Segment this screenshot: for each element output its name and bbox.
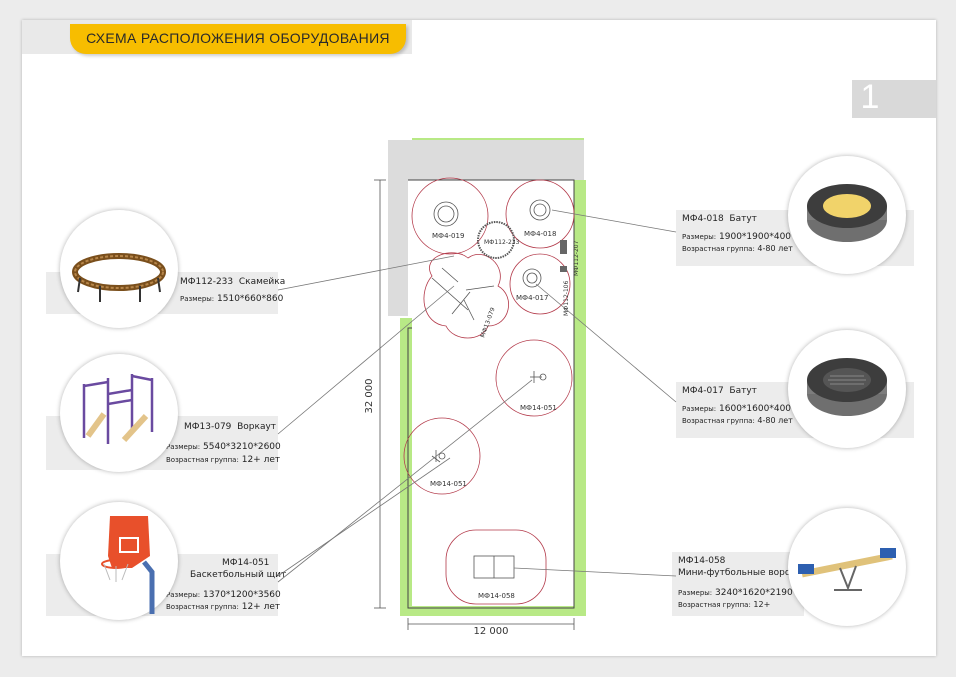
mf4-019-symbol xyxy=(433,201,459,227)
item-name: Воркаут xyxy=(237,422,277,432)
size-label: Размеры: xyxy=(180,295,215,303)
item-size: 1510*660*860 xyxy=(217,294,284,304)
workout-bar xyxy=(465,285,495,291)
mf4-018-inner xyxy=(533,203,547,217)
item-code: МФ4-018 xyxy=(682,214,724,224)
green-border-right xyxy=(574,180,586,616)
zone-mf14-051-right xyxy=(495,339,573,417)
item-code: МФ14-051 xyxy=(222,558,270,568)
page-number-box: 1 xyxy=(852,78,936,118)
age-label: Возрастная группа: xyxy=(682,417,755,425)
green-border-left xyxy=(400,318,412,616)
basketball-thumbnail xyxy=(60,502,178,620)
leader-trampoline-017 xyxy=(535,283,677,403)
dim-length-label: 32 000 xyxy=(364,379,375,414)
item-name: Батут xyxy=(729,214,757,224)
size-label: Размеры: xyxy=(682,405,717,413)
workout-frame-icon xyxy=(82,374,154,444)
zone-mf4-017 xyxy=(509,253,571,315)
trampoline-018-thumbnail xyxy=(788,156,906,274)
zone-mf14-051-left xyxy=(403,417,481,495)
site-outline xyxy=(407,179,575,609)
size-label: Размеры: xyxy=(166,443,201,451)
workout-bar xyxy=(451,291,471,315)
workout-bar xyxy=(463,299,475,321)
trampoline-large-icon xyxy=(807,184,887,242)
title-banner: СХЕМА РАСПОЛОЖЕНИЯ ОБОРУДОВАНИЯ xyxy=(70,24,406,54)
football-goals-thumbnail xyxy=(788,508,906,626)
mini-football-goal-icon xyxy=(798,548,896,591)
mf112-207-symbol xyxy=(560,240,567,254)
mf4-017-symbol xyxy=(522,268,542,288)
hoop-symbol-left xyxy=(438,452,446,460)
item-code: МФ112-233 xyxy=(180,277,234,287)
zone-mf13-079 xyxy=(423,252,509,339)
age-label: Возрастная группа: xyxy=(166,456,239,464)
green-border-bottom xyxy=(400,606,586,616)
leader-basket-left xyxy=(277,457,451,577)
site-plan: 32 000 12 000 xyxy=(277,138,677,637)
page-number: 1 xyxy=(860,78,880,116)
leader-trampoline-018 xyxy=(551,209,677,233)
workout-thumbnail xyxy=(60,354,178,472)
page-title: СХЕМА РАСПОЛОЖЕНИЯ ОБОРУДОВАНИЯ xyxy=(86,30,390,46)
mf112-106-symbol xyxy=(560,266,567,272)
dim-width-label: 12 000 xyxy=(474,626,509,637)
mf112-233-bench-symbol xyxy=(477,221,515,259)
size-label: Размеры: xyxy=(166,591,201,599)
item-name: Батут xyxy=(729,386,757,396)
size-label: Размеры: xyxy=(678,589,713,597)
drawing-sheet: СХЕМА РАСПОЛОЖЕНИЯ ОБОРУДОВАНИЯ 1 МФ112-… xyxy=(22,20,936,656)
item-code: МФ13-079 xyxy=(184,422,232,432)
mf4-019-inner xyxy=(437,205,455,223)
label-mf112-207: МФ112-207 xyxy=(573,240,580,276)
zone-mf14-058 xyxy=(445,529,547,605)
item-size: 5540*3210*2600 xyxy=(203,442,281,452)
size-label: Размеры: xyxy=(682,233,717,241)
label-mf4-019: МФ4-019 xyxy=(432,232,464,240)
item-size: 3240*1620*2190 xyxy=(715,588,793,598)
trampoline-017-thumbnail xyxy=(788,330,906,448)
item-code: МФ4-017 xyxy=(682,386,724,396)
label-mf4-017: МФ4-017 xyxy=(516,294,548,302)
building-zone-left xyxy=(388,180,408,316)
round-bench-icon xyxy=(72,253,166,302)
item-size: 1370*1200*3560 xyxy=(203,590,281,600)
workout-bar xyxy=(441,267,459,283)
label-mf4-018: МФ4-018 xyxy=(524,230,556,238)
age-label: Возрастная группа: xyxy=(678,601,751,609)
basketball-backboard-icon xyxy=(101,516,155,614)
mf4-018-symbol xyxy=(529,199,551,221)
label-mf13-079: МФ13-079 xyxy=(479,306,496,338)
info-bar-football-goals: МФ14-058 Мини-футбольные ворота Размеры:… xyxy=(672,552,804,616)
item-age: 4-80 лет xyxy=(757,244,793,253)
item-name: Баскетбольный щит xyxy=(190,570,287,580)
label-mf14-051-left: МФ14-051 xyxy=(430,480,467,488)
item-name: Скамейка xyxy=(238,277,286,287)
zone-mf4-019 xyxy=(411,177,489,255)
leader-goals xyxy=(513,567,677,577)
trampoline-small-icon xyxy=(807,358,887,416)
label-mf112-233: МФ112-233 xyxy=(484,239,520,246)
workout-bar xyxy=(431,277,469,311)
leader-workout xyxy=(277,285,455,435)
age-label: Возрастная группа: xyxy=(166,603,239,611)
age-label: Возрастная группа: xyxy=(682,245,755,253)
item-code: МФ14-058 xyxy=(678,556,726,566)
item-size: 1600*1600*400 xyxy=(719,404,792,414)
item-age: 12+ лет xyxy=(241,602,281,612)
building-zone-top xyxy=(388,140,584,180)
item-size: 1900*1900*400 xyxy=(719,232,792,242)
label-mf14-058: МФ14-058 xyxy=(478,592,515,600)
mf4-017-inner xyxy=(526,272,538,284)
leader-bench xyxy=(277,255,455,291)
item-name: Мини-футбольные ворота xyxy=(678,568,802,578)
item-age: 12+ xyxy=(753,600,771,609)
label-mf14-051-right: МФ14-051 xyxy=(520,404,557,412)
item-age: 4-80 лет xyxy=(757,416,793,425)
label-mf112-106: МФ112-106 xyxy=(563,280,570,316)
leader-basket-right xyxy=(277,379,533,583)
item-age: 12+ лет xyxy=(241,455,281,465)
bench-thumbnail xyxy=(60,210,178,328)
